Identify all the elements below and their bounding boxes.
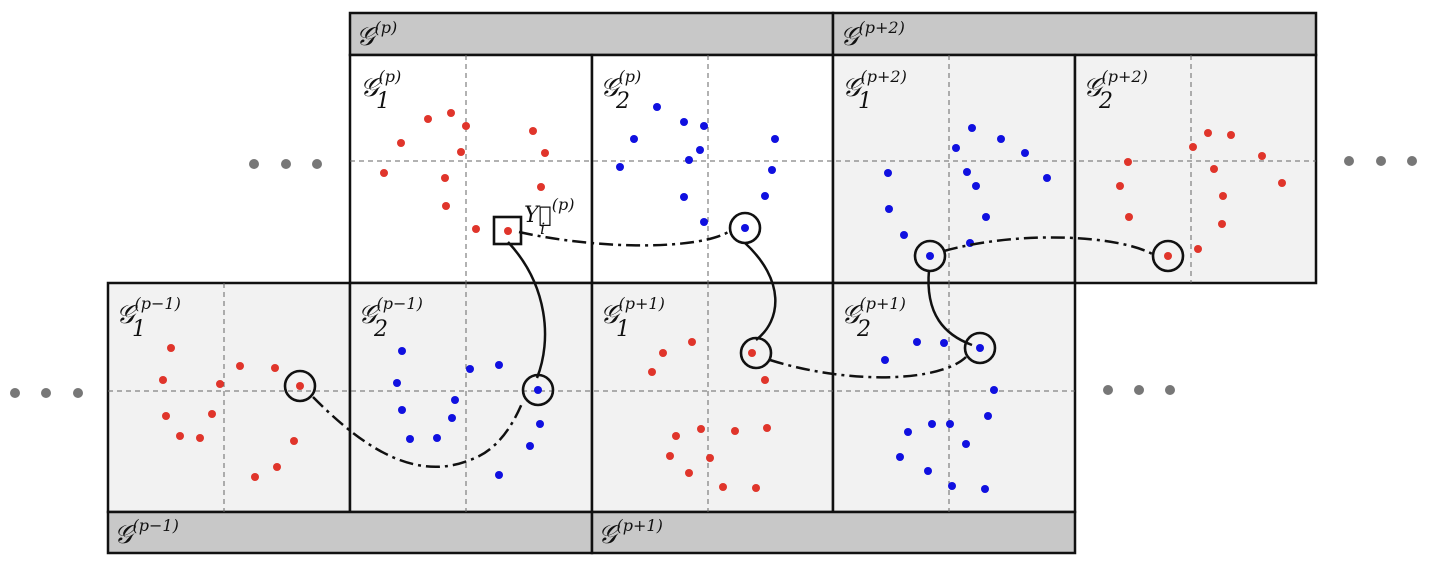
highlight-circles	[283, 211, 1185, 407]
points-red-p2-2	[1116, 129, 1286, 260]
cell-label-p-1-sub: 1	[376, 89, 390, 114]
points-red-p1-1	[648, 338, 771, 492]
dots-icon	[1103, 385, 1175, 395]
header-bar-g-p1	[590, 510, 1077, 555]
header-label-g-p1: 𝒢(p+1)	[598, 516, 663, 550]
marked-point-label: Y⃗(p)	[524, 195, 574, 228]
cell-label-p-2: 𝒢(p)	[600, 67, 641, 103]
cell-label-pm1-1-sub: 1	[132, 317, 146, 342]
dots-icon	[1344, 156, 1417, 166]
points-red-p-1	[380, 109, 549, 235]
cell-label-p2-1: 𝒢(p+2)	[842, 67, 907, 103]
header-label-g-pm1: 𝒢(p−1)	[114, 516, 179, 550]
cell-label-pm1-1: 𝒢(p−1)	[116, 294, 181, 330]
cell-label-p2-2: 𝒢(p+2)	[1083, 67, 1148, 103]
marked-point-square	[492, 215, 523, 246]
solid-connections	[507, 241, 973, 379]
dots-icon	[249, 159, 322, 169]
cell-label-p-2-sub: 2	[615, 89, 630, 114]
points-red-pm1-1	[159, 344, 304, 481]
marked-point-label-sub: i	[540, 219, 545, 238]
cell-label-p1-2: 𝒢(p+1)	[841, 294, 906, 330]
cell-p1-2	[831, 281, 1077, 514]
cell-label-pm1-2-sub: 2	[373, 317, 388, 342]
header-bar-g-p	[348, 11, 835, 57]
header-label-g-p2: 𝒢(p+2)	[840, 18, 905, 52]
points-blue-p1-2	[881, 338, 998, 493]
header-bar-g-p2	[831, 11, 1318, 57]
dashdot-connections	[312, 229, 1155, 469]
points-blue-p-2	[616, 103, 779, 232]
cell-divider-lines	[108, 55, 1316, 512]
cell-label-p1-1-sub: 1	[616, 317, 630, 342]
cell-p2-1	[831, 53, 1077, 285]
cell-label-pm1-2: 𝒢(p−1)	[358, 294, 423, 330]
header-label-g-p: 𝒢(p)	[356, 18, 397, 52]
points-blue-p2-1	[884, 124, 1051, 260]
header-bar-g-pm1	[106, 510, 594, 555]
points-blue-pm1-2	[393, 347, 544, 479]
cell-label-p1-2-sub: 2	[856, 317, 871, 342]
cell-p1-1	[590, 281, 835, 514]
cell-label-p2-2-sub: 2	[1098, 89, 1113, 114]
cell-label-p2-1-sub: 1	[858, 89, 872, 114]
cell-p2-2	[1073, 53, 1318, 285]
cell-label-p-1: 𝒢(p)	[360, 67, 401, 103]
dots-icon	[10, 388, 83, 398]
cell-label-p1-1: 𝒢(p+1)	[600, 294, 665, 330]
